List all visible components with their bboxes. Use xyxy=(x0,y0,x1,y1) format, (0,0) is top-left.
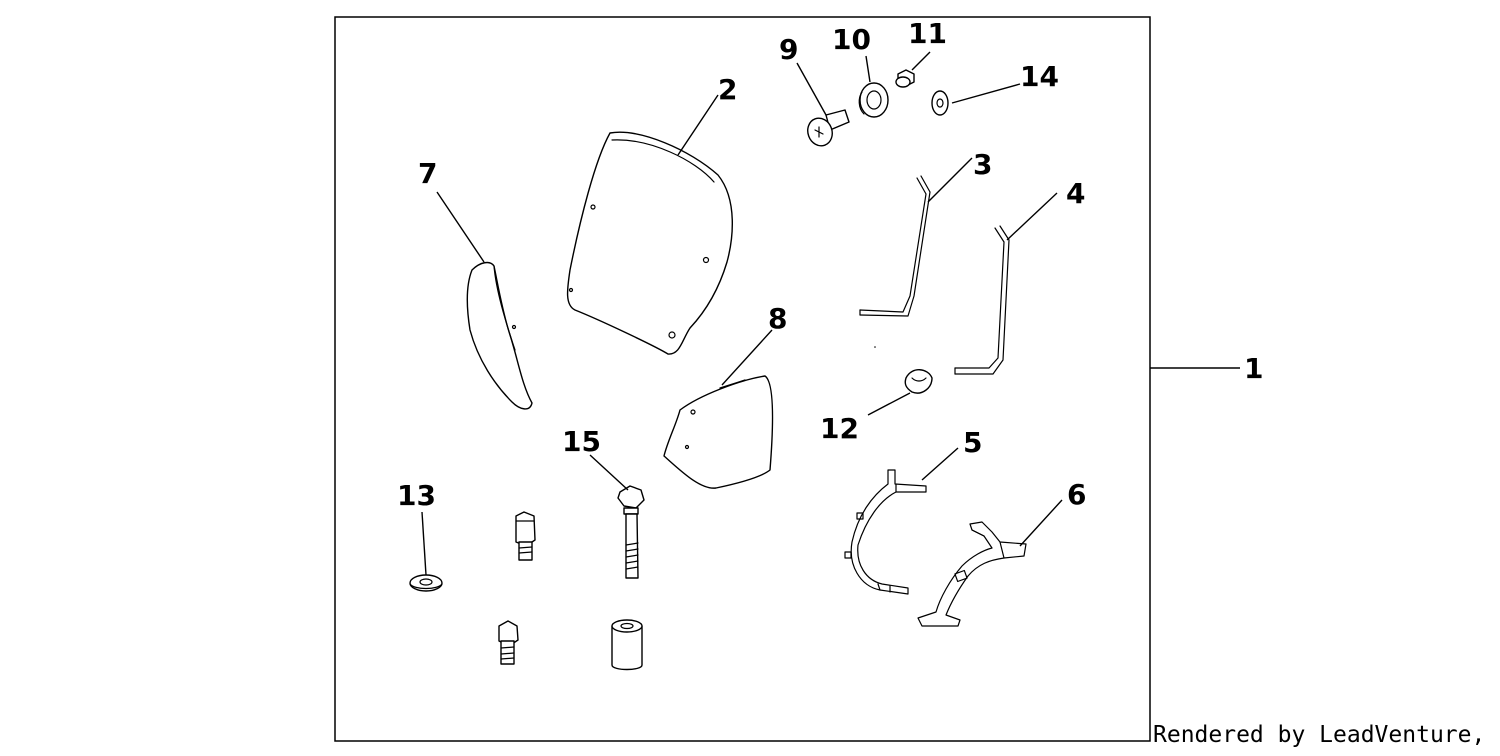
callout-11: 11 xyxy=(908,17,947,50)
callout-12: 12 xyxy=(820,412,859,445)
part-12-cap[interactable] xyxy=(904,369,933,394)
callout-13: 13 xyxy=(397,479,436,512)
part-10-grommet[interactable] xyxy=(858,82,889,118)
callout-8: 8 xyxy=(768,302,787,335)
leader-15 xyxy=(589,454,629,491)
callout-6: 6 xyxy=(1067,478,1086,511)
part-4-stay-rod[interactable] xyxy=(954,225,1010,375)
leader-13 xyxy=(421,511,427,576)
part-9-screw[interactable] xyxy=(804,109,850,149)
part-14-washer[interactable] xyxy=(931,90,949,116)
leader-3 xyxy=(927,157,973,203)
callout-9: 9 xyxy=(779,33,798,66)
leader-5 xyxy=(921,447,959,481)
leader-6 xyxy=(1019,499,1063,547)
part-11-nut[interactable] xyxy=(895,69,915,88)
speck xyxy=(874,346,876,348)
spacer-upper[interactable] xyxy=(515,511,536,561)
callout-2: 2 xyxy=(718,73,737,106)
part-5-bracket[interactable] xyxy=(844,469,927,595)
leader-2 xyxy=(677,94,719,156)
callout-7: 7 xyxy=(418,157,437,190)
part-15-bolt[interactable] xyxy=(617,485,645,579)
leader-14 xyxy=(951,83,1021,104)
callout-1: 1 xyxy=(1244,352,1263,385)
callout-4: 4 xyxy=(1066,177,1085,210)
callout-3: 3 xyxy=(973,148,992,181)
kit-frame xyxy=(334,16,1151,742)
collar[interactable] xyxy=(611,619,643,671)
credit-text: Rendered by LeadVenture, Inc. xyxy=(1153,722,1500,748)
callout-5: 5 xyxy=(963,426,982,459)
callout-15: 15 xyxy=(562,425,601,458)
leader-7 xyxy=(436,191,485,263)
callout-10: 10 xyxy=(832,23,871,56)
leader-10 xyxy=(865,55,871,83)
part-6-bracket[interactable] xyxy=(917,521,1027,627)
part-3-stay-rod[interactable] xyxy=(859,175,931,317)
leader-8 xyxy=(721,329,773,386)
part-7-side-deflector[interactable] xyxy=(466,261,533,410)
callout-14: 14 xyxy=(1020,60,1059,93)
part-13-washer[interactable] xyxy=(409,574,443,592)
leader-11 xyxy=(911,51,931,71)
leader-4 xyxy=(1006,192,1058,241)
spacer-lower[interactable] xyxy=(498,620,519,665)
part-8-lower-deflector[interactable] xyxy=(663,375,774,489)
part-2-windscreen[interactable] xyxy=(566,131,733,355)
leader-9 xyxy=(796,62,827,116)
leader-12 xyxy=(867,392,911,416)
